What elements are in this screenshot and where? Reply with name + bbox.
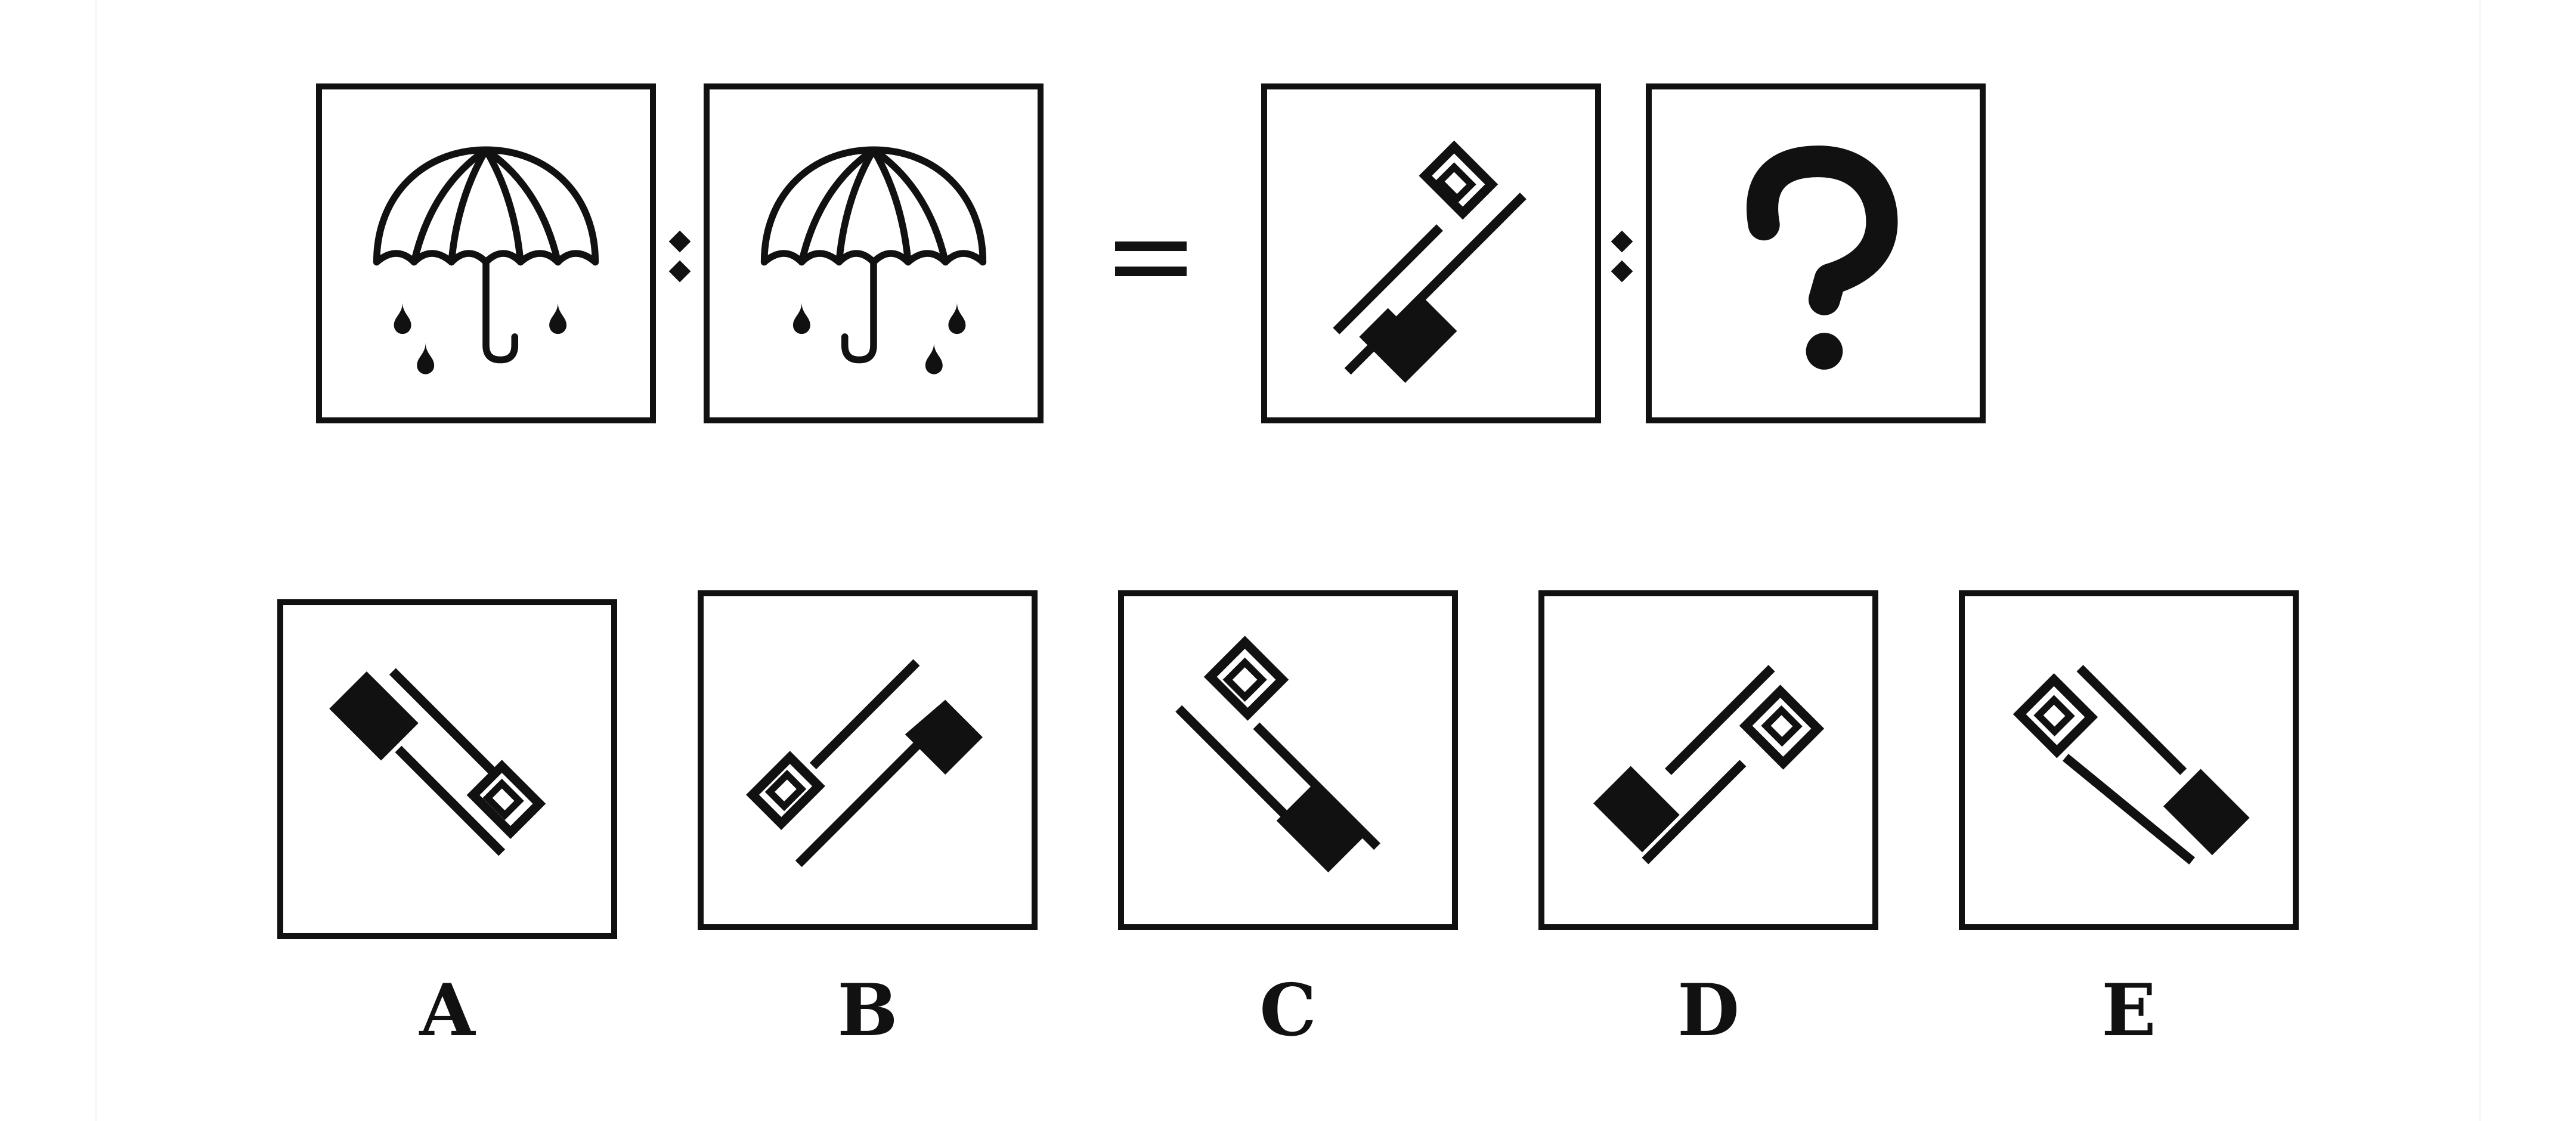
option-label-c[interactable]: C: [1259, 968, 1317, 1052]
key-icon: [1333, 140, 1527, 383]
option-label-e[interactable]: E: [2101, 968, 2156, 1052]
ratio-symbol-2: [1607, 221, 1637, 292]
question-box-3: [1261, 83, 1601, 423]
key-option-a-icon: [329, 668, 546, 856]
option-box-c[interactable]: [1118, 590, 1458, 930]
question-box-4: [1646, 83, 1986, 423]
option-box-a[interactable]: [277, 599, 617, 939]
question-box-1: [316, 83, 656, 423]
key-option-e-icon: [2012, 665, 2250, 865]
umbrella-rain-mirrored-icon: [760, 146, 987, 374]
option-label-a[interactable]: A: [419, 968, 475, 1052]
option-box-d[interactable]: [1538, 590, 1878, 930]
question-mark-icon: [1747, 145, 1898, 370]
option-label-d[interactable]: D: [1677, 968, 1740, 1052]
page-frame: [95, 0, 2481, 1121]
question-box-2: [704, 83, 1044, 423]
ratio-symbol-1: [665, 221, 695, 292]
key-option-d-icon: [1593, 665, 1825, 865]
equals-symbol: [1112, 236, 1190, 283]
option-label-b[interactable]: B: [837, 968, 898, 1052]
umbrella-rain-icon: [373, 146, 599, 374]
key-option-b-icon: [746, 659, 983, 868]
key-option-c-icon: [1175, 636, 1381, 873]
option-box-b[interactable]: [698, 590, 1038, 930]
option-box-e[interactable]: [1959, 590, 2299, 930]
